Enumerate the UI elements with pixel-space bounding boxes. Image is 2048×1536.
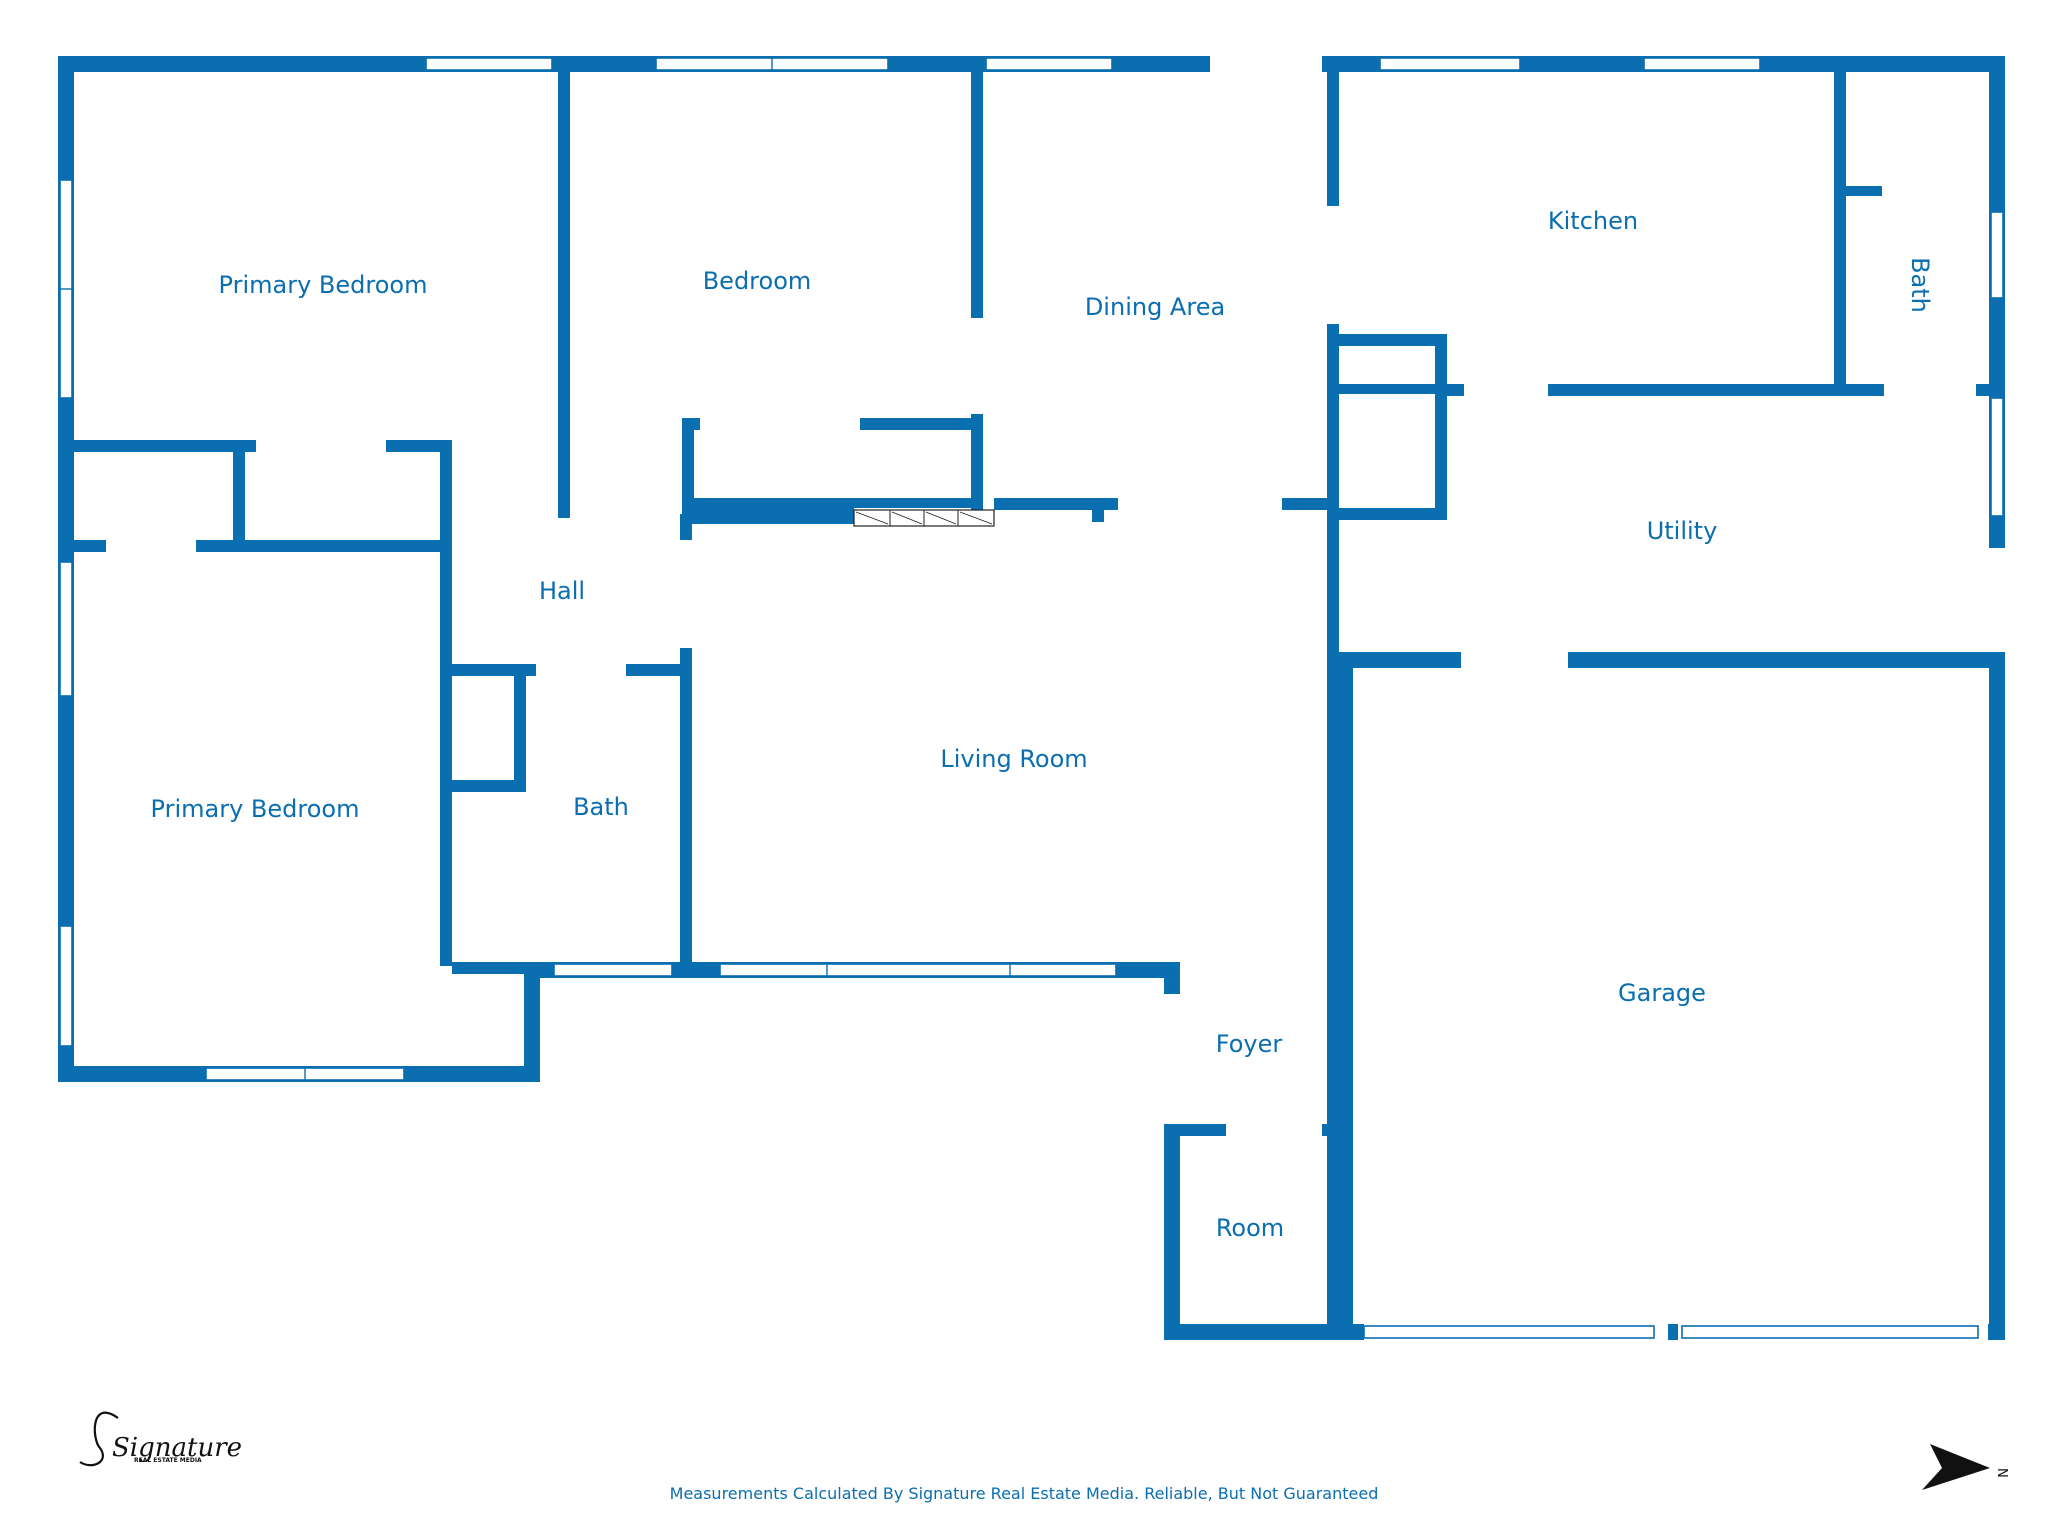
signature-logo: Signature REAL ESTATE MEDIA: [79, 1411, 242, 1467]
label-primary-bedroom-bottom: Primary Bedroom: [151, 795, 360, 823]
label-bath-center: Bath: [573, 793, 629, 821]
label-bath-right: Bath: [1906, 257, 1934, 313]
windows: [59, 57, 2004, 1339]
logo-script-text: Signature: [112, 1433, 242, 1463]
label-kitchen: Kitchen: [1548, 207, 1638, 235]
footer-disclaimer: Measurements Calculated By Signature Rea…: [669, 1484, 1379, 1503]
label-bedroom: Bedroom: [703, 267, 812, 295]
label-foyer: Foyer: [1216, 1030, 1283, 1058]
logo-sub-text: REAL ESTATE MEDIA: [134, 1457, 202, 1464]
room-labels: Primary Bedroom Bedroom Dining Area Kitc…: [151, 207, 1934, 1242]
label-living-room: Living Room: [940, 745, 1087, 773]
label-hall: Hall: [539, 577, 585, 605]
fireplace-icon: [853, 509, 995, 527]
label-utility: Utility: [1647, 517, 1718, 545]
walls: [58, 56, 2005, 1340]
compass-arrow-icon: N: [1922, 1444, 2009, 1490]
label-primary-bedroom-top: Primary Bedroom: [219, 271, 428, 299]
label-dining-area: Dining Area: [1085, 293, 1225, 321]
compass-letter: N: [1994, 1468, 2009, 1478]
door-openings: [106, 56, 2005, 1136]
label-garage: Garage: [1618, 979, 1706, 1007]
label-room: Room: [1216, 1214, 1284, 1242]
